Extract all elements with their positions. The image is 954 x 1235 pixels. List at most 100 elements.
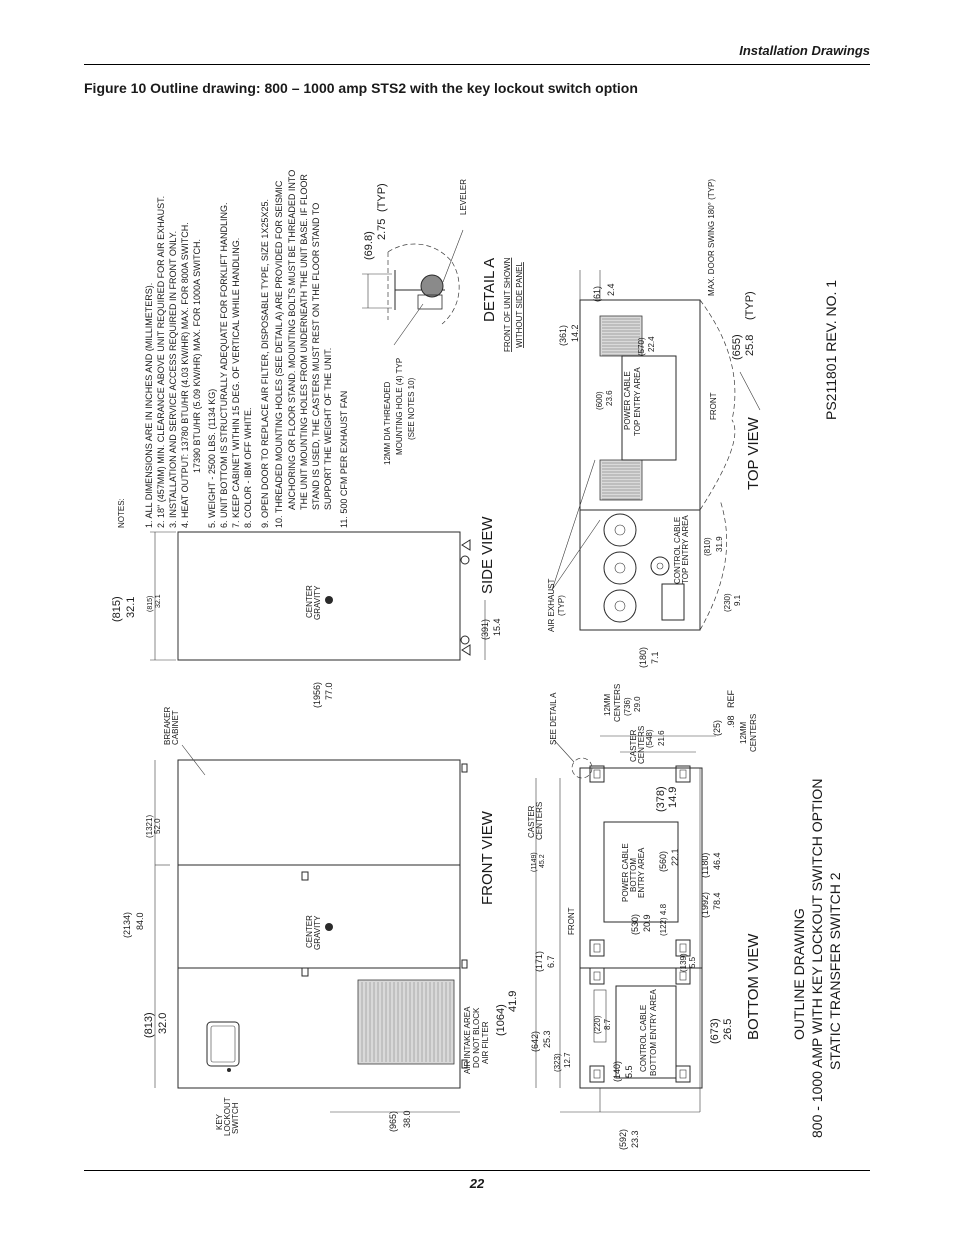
title-block: OUTLINE DRAWING 800 - 1000 AMP WITH KEY …: [791, 280, 843, 1138]
control-bottom-1: CONTROL CABLE: [639, 1005, 648, 1072]
dim-391: (391): [480, 619, 490, 640]
dim-32-1: 32.1: [125, 597, 137, 618]
dim-642: (642): [530, 1031, 540, 1052]
dim-171: (171): [534, 951, 544, 972]
dim-361: (361): [558, 325, 568, 346]
mm12-bot-2: CENTERS: [749, 714, 758, 752]
dim-26-5: 26.5: [722, 1019, 734, 1040]
power-top-1: POWER CABLE: [623, 371, 632, 430]
dim-5-5b: 5.5: [688, 956, 697, 968]
dim-1180: (1180): [700, 853, 710, 878]
control-bottom-2: BOTTOM ENTRY AREA: [649, 989, 658, 1076]
dim-1321: (1321): [145, 815, 154, 838]
dim-378: (378): [655, 786, 667, 812]
bottom-view-title: BOTTOM VIEW: [745, 933, 762, 1040]
header-rule: [84, 64, 870, 65]
mm12-top-2: CENTERS: [613, 684, 622, 722]
dim-140: (140): [612, 1061, 622, 1082]
fan-icon: [603, 551, 637, 585]
air-exhaust-1: AIR EXHAUST: [547, 579, 556, 632]
dim-2134: (2134): [122, 912, 132, 938]
dim-6-7: 6.7: [546, 955, 556, 968]
top-vent-2: [599, 459, 643, 501]
notes-block: NOTES: 1. ALL DIMENSIONS ARE IN INCHES A…: [117, 170, 349, 528]
mm12-bot-1: 12MM: [739, 721, 748, 744]
dim-815-small: (815): [147, 596, 154, 612]
dim-1956: (1956): [312, 682, 322, 708]
dim-965: (965): [388, 1111, 398, 1132]
power-cable-bottom-entry: [603, 821, 679, 923]
dim-25-3: 25.3: [542, 1030, 552, 1048]
dim-230: (230): [723, 593, 732, 612]
air-exhaust-2: (TYP): [557, 595, 566, 616]
dim-31-9: 31.9: [715, 536, 724, 552]
note-10: 10. THREADED MOUNTING HOLES (SEE DETAIL …: [274, 180, 284, 528]
key-label-3: SWITCH: [231, 1102, 240, 1134]
control-top-2: TOP ENTRY AREA: [681, 515, 690, 584]
dim-61: (61): [592, 286, 602, 302]
title-line-3: STATIC TRANSFER SWITCH 2: [827, 872, 843, 1070]
center-gravity-icon: [325, 923, 333, 931]
mounting-hole-icon: [420, 274, 444, 298]
dim-592: (592): [618, 1129, 628, 1150]
dim-1149: (1149): [531, 852, 538, 872]
dim-815: (815): [111, 596, 123, 622]
dim-600: (600): [595, 391, 604, 410]
leveler-label: LEVELER: [459, 179, 468, 215]
drawing-number: PS211801 REV. NO. 1: [823, 280, 839, 420]
dim-570: (570): [637, 337, 646, 356]
front-cog-1: CENTER: [305, 915, 314, 948]
power-bottom-1: POWER CABLE: [621, 843, 630, 902]
detail-a-title: DETAIL A: [481, 258, 498, 322]
dim-32-0: 32.0: [157, 1013, 169, 1034]
dim-810: (810): [703, 537, 712, 556]
dim-22-1: 22.1: [670, 848, 680, 866]
note-10c: THE UNIT MOUNTING HOLES FROM UNDERNEATH …: [299, 174, 309, 510]
note-4: 4. HEAT OUTPUT: 13780 BTU/HR (4.03 KW/HR…: [180, 222, 190, 528]
dim-84-0: 84.0: [135, 912, 145, 930]
dim-32-1-small: 32.1: [155, 594, 162, 608]
title-line-2: 800 - 1000 AMP WITH KEY LOCKOUT SWITCH O…: [809, 779, 825, 1138]
caster-c-2: CENTERS: [637, 726, 646, 764]
fan-icon: [650, 556, 670, 576]
dim-12-7: 12.7: [563, 1052, 572, 1068]
power-bottom-3: ENTRY AREA: [637, 847, 646, 898]
display-panel: [206, 1021, 240, 1067]
exhaust-fans: [603, 513, 670, 623]
dim-98: .98: [726, 715, 736, 728]
detail-sub-1: FRONT OF UNIT SHOWN: [503, 257, 512, 352]
mount-label-3: (SEE NOTES 10): [407, 377, 416, 440]
dim-52-0: 52.0: [153, 818, 162, 834]
power-cable-top-entry: [621, 355, 677, 461]
dim-14-2: 14.2: [570, 324, 580, 342]
note-2: 2. 18" (457MM) MIN. CLEARANCE ABOVE UNIT…: [156, 196, 166, 528]
dim-77-0: 77.0: [324, 682, 334, 700]
dim-45-2: 45.2: [539, 854, 546, 868]
note-10e: SUPPORT THE WEIGHT OF THE UNIT.: [323, 348, 333, 510]
side-cog-1: CENTER: [305, 585, 314, 618]
breaker-label-2: CABINET: [171, 710, 180, 745]
dim-23-3: 23.3: [630, 1130, 640, 1148]
dim-15-4: 15.4: [492, 618, 502, 636]
dim-736: (736): [623, 697, 632, 716]
footer-rule: [84, 1170, 870, 1171]
mm12-top-1: 12MM: [603, 693, 612, 716]
air-intake-1: AIR INTAKE AREA: [463, 1006, 472, 1074]
side-view: CENTER GRAVITY (815) 32.1 (815) 32.1 (39…: [111, 516, 502, 708]
breaker-label-1: BREAKER: [163, 707, 172, 745]
dim-69-8: (69.8): [363, 231, 375, 260]
note-6: 6. UNIT BOTTOM IS STRUCTURALLY ADEQUATE …: [219, 202, 229, 528]
dim-25-8: 25.8: [744, 335, 756, 356]
note-4b: 17390 BTU/HR (5.09 KW/HR) MAX. FOR 1000A…: [192, 239, 202, 473]
dim-220: (220): [593, 1015, 602, 1034]
dim-38-0: 38.0: [402, 1110, 412, 1128]
casters: [589, 765, 691, 1083]
dim-9-1: 9.1: [733, 594, 742, 606]
dim-122: (122) 4.8: [659, 903, 668, 936]
bottom-front: FRONT: [567, 907, 576, 935]
power-top-2: TOP ENTRY AREA: [633, 367, 642, 436]
power-bottom-2: BOTTOM: [629, 858, 638, 892]
dim-180: (180): [638, 647, 648, 668]
fan-icon: [603, 513, 637, 547]
